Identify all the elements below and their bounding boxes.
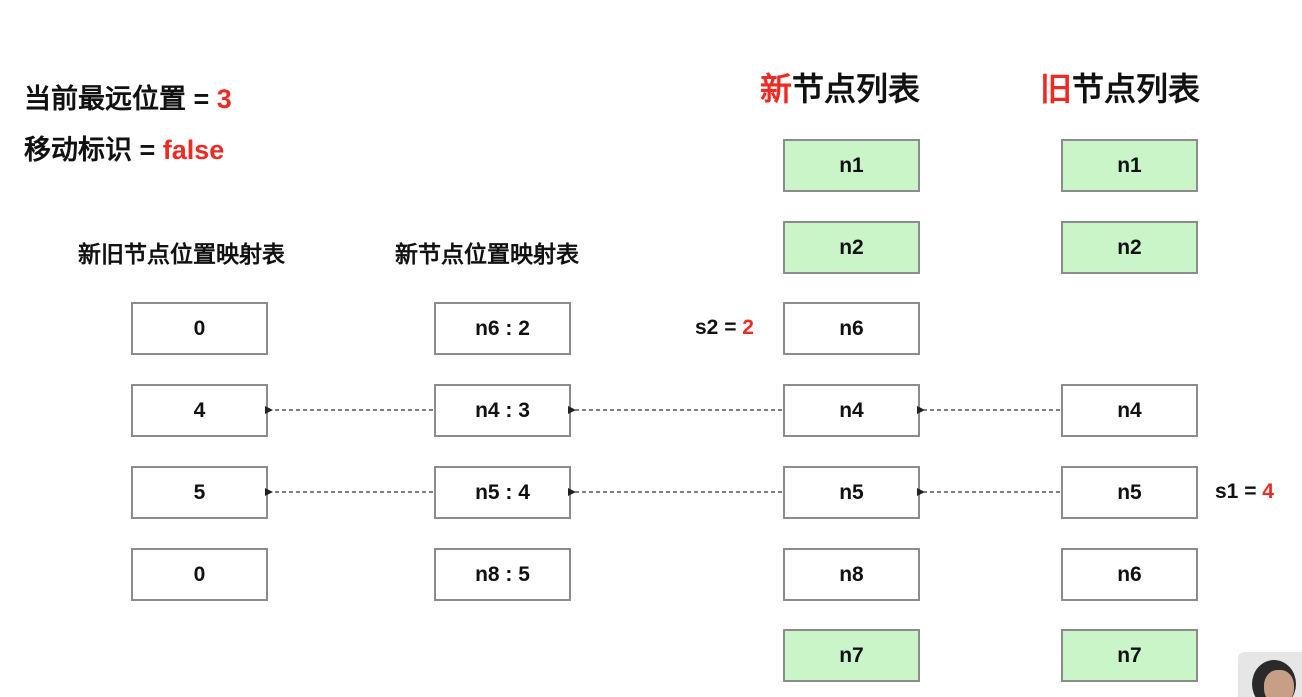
old-new-map-title: 新旧节点位置映射表 xyxy=(78,241,285,267)
farthest-position-status: 当前最远位置 = 3 xyxy=(24,77,232,116)
s1-pointer-label: s1 = 4 xyxy=(1215,480,1274,504)
s2-pointer-label: s2 = 2 xyxy=(695,316,754,340)
old-new-map-cell: 0 xyxy=(131,302,268,355)
new-list-node: n2 xyxy=(783,221,920,274)
moved-flag-label: 移动标识 = xyxy=(24,135,163,165)
new-node-list-title-rest: 节点列表 xyxy=(792,71,921,107)
s2-pointer-name: s2 = xyxy=(695,316,743,339)
old-list-node: n6 xyxy=(1061,548,1198,601)
old-list-node: n2 xyxy=(1061,221,1198,274)
old-node-list-title-highlight: 旧 xyxy=(1040,71,1073,107)
s2-pointer-value: 2 xyxy=(742,316,754,339)
old-list-node: n5 xyxy=(1061,466,1198,519)
old-list-node: n7 xyxy=(1061,629,1198,682)
old-new-map-cell: 0 xyxy=(131,548,268,601)
old-node-list-title-rest: 节点列表 xyxy=(1072,71,1201,107)
new-list-node: n8 xyxy=(783,548,920,601)
key-index-map-cell: n8 : 5 xyxy=(434,548,571,601)
key-index-map-cell: n4 : 3 xyxy=(434,384,571,437)
old-list-node: n1 xyxy=(1061,139,1198,192)
old-node-list-title: 旧节点列表 xyxy=(1040,64,1200,110)
farthest-position-label: 当前最远位置 = xyxy=(24,84,217,114)
key-index-map-cell: n5 : 4 xyxy=(434,466,571,519)
moved-flag-status: 移动标识 = false xyxy=(24,128,224,167)
new-list-node: n1 xyxy=(783,139,920,192)
new-list-node: n4 xyxy=(783,384,920,437)
s1-pointer-name: s1 = xyxy=(1215,480,1263,503)
new-list-node: n6 xyxy=(783,302,920,355)
presenter-webcam-thumbnail xyxy=(1238,652,1302,697)
moved-flag-value: false xyxy=(162,135,225,165)
old-new-map-cell: 5 xyxy=(131,466,268,519)
presenter-face xyxy=(1264,670,1294,697)
new-node-list-title-highlight: 新 xyxy=(760,71,793,107)
s1-pointer-value: 4 xyxy=(1262,480,1274,503)
new-list-node: n7 xyxy=(783,629,920,682)
old-new-map-cell: 4 xyxy=(131,384,268,437)
farthest-position-value: 3 xyxy=(216,84,232,114)
new-list-node: n5 xyxy=(783,466,920,519)
old-list-node: n4 xyxy=(1061,384,1198,437)
new-node-list-title: 新节点列表 xyxy=(760,64,920,110)
key-index-map-cell: n6 : 2 xyxy=(434,302,571,355)
key-index-map-title: 新节点位置映射表 xyxy=(395,241,579,267)
